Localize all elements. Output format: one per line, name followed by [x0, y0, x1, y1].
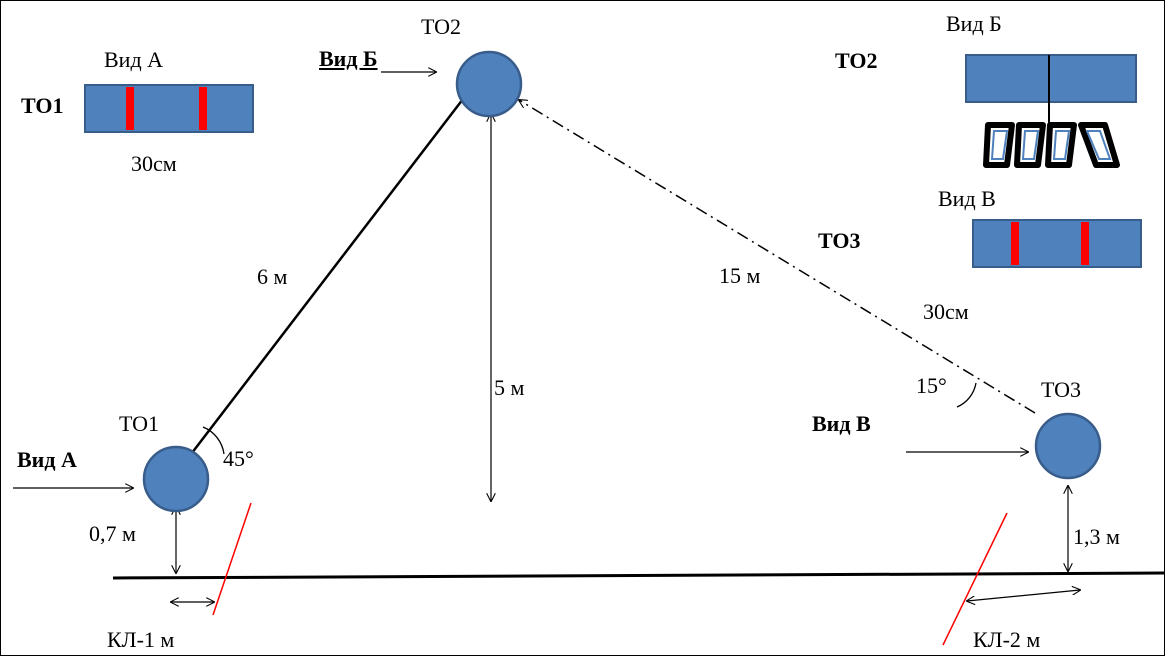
kl1-label: КЛ-1 м — [107, 627, 175, 652]
to1-node-label: ТО1 — [119, 411, 160, 436]
span-to2-to1 — [185, 98, 464, 462]
kl2-dimension — [967, 590, 1080, 601]
distance-15m-label: 15 м — [719, 263, 761, 288]
support-to3 — [1034, 412, 1102, 480]
angle-15-label: 15° — [916, 373, 947, 398]
angle-arc-45 — [202, 426, 225, 455]
height-13-label: 1,3 м — [1073, 524, 1120, 549]
inset-view-b — [965, 54, 1137, 168]
view-v-arrow-label: Вид В — [812, 411, 871, 436]
size-label-left: 30см — [131, 151, 177, 176]
angle-arc-15 — [956, 382, 977, 408]
inset-view-b-title: Вид Б — [946, 11, 1002, 36]
inset-to3-title: ТО3 — [818, 228, 861, 253]
inset-view-a-title: Вид А — [104, 47, 164, 72]
view-b-arrow-label: Вид Б — [319, 46, 378, 71]
clamp-stripe — [1011, 222, 1019, 265]
inset-to1-title: ТО1 — [21, 93, 64, 118]
view-a-arrow-label: Вид А — [17, 447, 77, 472]
clamp-loops-icon — [983, 122, 1120, 168]
inset-to2-title: ТО2 — [835, 48, 878, 73]
inset-view-v-title: Вид В — [938, 186, 996, 211]
angle-45-label: 45° — [223, 446, 254, 471]
kl2-label: КЛ-2 м — [973, 627, 1041, 652]
to2-node-label: ТО2 — [421, 14, 462, 39]
distance-5m-label: 5 м — [494, 375, 525, 400]
clamp-stripe — [1081, 222, 1089, 265]
inset-view-a-bar — [84, 84, 254, 133]
distance-6m-label: 6 м — [257, 264, 288, 289]
to3-node-label: ТО3 — [1041, 377, 1082, 402]
support-to2 — [455, 50, 523, 118]
size-label-right: 30см — [923, 299, 969, 324]
clamp-stripe — [126, 87, 134, 130]
span-to3-to2 — [519, 100, 1036, 414]
support-to1 — [142, 445, 210, 513]
cable-cut-line-2 — [942, 512, 1008, 646]
cable-cut-line-1 — [212, 502, 252, 616]
ground-line — [112, 571, 1164, 580]
height-07-label: 0,7 м — [89, 521, 136, 546]
inset-view-v-bar — [972, 219, 1142, 268]
clamp-stripe — [199, 87, 207, 130]
